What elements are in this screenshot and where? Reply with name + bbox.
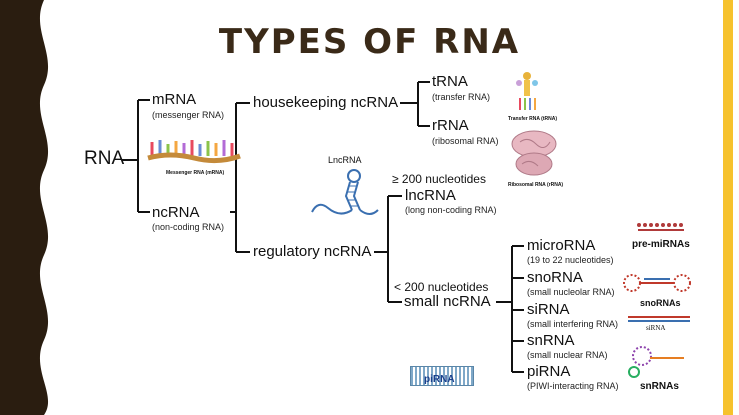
node-housekeeping-ncrna: housekeeping ncRNA xyxy=(253,94,399,111)
node-rna: RNA xyxy=(84,148,125,169)
node-sirna-desc: (small interfering RNA) xyxy=(527,319,619,329)
pirna-image xyxy=(410,366,474,386)
node-mrna: mRNA xyxy=(152,91,197,108)
mrna-image-caption: Messenger RNA (mRNA) xyxy=(166,170,225,176)
snrna-image xyxy=(628,346,684,378)
node-microrna-desc: (19 to 22 nucleotides) xyxy=(527,255,614,265)
node-regulatory-ncrna: regulatory ncRNA xyxy=(253,243,372,260)
small-ncrna-size-note: < 200 nucleotides xyxy=(394,280,489,294)
node-microrna: microRNA xyxy=(527,237,596,254)
decorative-wavy-border xyxy=(0,0,49,415)
diagram-panel xyxy=(78,66,706,394)
node-rrna: rRNA xyxy=(432,117,469,134)
node-pirna-desc: (PIWI-interacting RNA) xyxy=(527,381,619,391)
node-snrna-desc: (small nuclear RNA) xyxy=(527,350,608,360)
lncrna-image-caption: LncRNA xyxy=(328,155,362,165)
node-trna-desc: (transfer RNA) xyxy=(432,92,491,102)
accent-bar xyxy=(723,0,733,415)
pirna-image-caption: piRNA xyxy=(424,374,455,385)
snorna-image xyxy=(623,274,691,292)
page-title: TYPES OF RNA xyxy=(218,22,521,62)
node-ncrna-desc: (non-coding RNA) xyxy=(152,222,225,232)
node-ncrna: ncRNA xyxy=(152,204,200,221)
trna-image-caption: Transfer RNA (tRNA) xyxy=(508,116,557,122)
pre-mirna-image-caption: pre-miRNAs xyxy=(632,239,690,250)
node-snrna: snRNA xyxy=(527,332,575,349)
node-snorna-desc: (small nucleolar RNA) xyxy=(527,287,615,297)
node-lncrna: lncRNA xyxy=(405,187,456,204)
node-lncrna-desc: (long non-coding RNA) xyxy=(405,205,497,215)
node-rrna-desc: (ribosomal RNA) xyxy=(432,136,499,146)
rrna-image-caption: Ribosomal RNA (rRNA) xyxy=(508,182,564,188)
ribosome-image xyxy=(511,130,557,176)
pre-mirna-image xyxy=(637,223,684,231)
sirna-image xyxy=(628,316,690,322)
trna-structure-image xyxy=(516,72,538,110)
node-mrna-desc: (messenger RNA) xyxy=(152,110,225,120)
lncrna-size-note: ≥ 200 nucleotides xyxy=(392,172,486,186)
node-sirna: siRNA xyxy=(527,301,570,318)
node-small-ncrna: small ncRNA xyxy=(404,293,491,310)
node-pirna: piRNA xyxy=(527,363,571,380)
snornas-image-caption: snoRNAs xyxy=(640,298,681,308)
node-trna: tRNA xyxy=(432,73,468,90)
snrnas-image-caption: snRNAs xyxy=(640,381,679,392)
node-snorna: snoRNA xyxy=(527,269,583,286)
lncrna-structure-image xyxy=(311,169,379,215)
mrna-strand-image xyxy=(147,140,241,164)
sirna-image-caption: siRNA xyxy=(646,324,666,332)
